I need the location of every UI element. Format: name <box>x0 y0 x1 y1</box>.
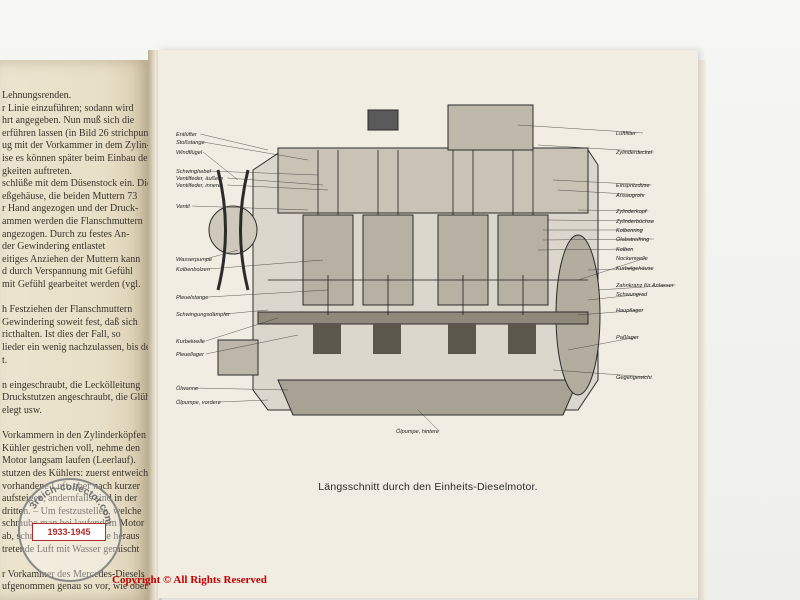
figure-label: Ansaugrohr <box>615 193 646 199</box>
figure-label: Nockenwelle <box>616 256 648 262</box>
figure-leader-line <box>219 399 269 403</box>
left-page-text-line: Lehnungsrenden. <box>2 90 72 101</box>
left-page-text-line: r Hand angezogen und der Druck- <box>2 203 139 215</box>
figure-label: Ventil <box>176 204 191 210</box>
figure-label: Zahnkranz für Anlasser <box>615 283 675 289</box>
figure-label: Kolbenring <box>616 228 644 234</box>
figure-leader-line <box>202 141 309 161</box>
figure-leader-line <box>567 336 638 351</box>
page-edge <box>698 60 706 600</box>
figure-leader-line <box>205 334 299 355</box>
engine-diagram: EntlüfterStoßstangeWindflügelSchwinghebe… <box>176 104 676 435</box>
figure-label: Schwingungsdämpfer <box>176 312 231 318</box>
figure-leader-line <box>597 284 676 291</box>
figure-label: Kurbelwelle <box>176 339 205 345</box>
figure-label: Zylinderbüchse <box>615 219 654 225</box>
left-page-text-line: elegt usw. <box>2 405 42 416</box>
figure-leader-line <box>200 133 269 151</box>
figure-leader-line <box>202 151 239 181</box>
figure-leader-line <box>537 144 654 153</box>
figure-leader-line <box>577 309 644 316</box>
left-page-text-line: t. <box>2 354 8 366</box>
figure-label: Einspritzdüse <box>616 183 650 189</box>
figure-label: Wasserpumpe <box>176 257 212 263</box>
left-page-text-line: Vorkammern in den Zylinderköpfen <box>2 430 146 442</box>
figure-label: Kolben <box>616 247 633 253</box>
left-page-text-line: ammen werden die Flanschmuttern <box>2 216 143 227</box>
left-page-text-line: ise es können später beim Einbau der <box>2 153 151 164</box>
watermark-site-text: 3reich-collector.com <box>28 482 114 526</box>
figure-leader-line <box>417 409 440 432</box>
left-page-text-line: r Linie einzuführen; sodann wird <box>2 102 134 114</box>
figure-label: Ventilfeder, äußere <box>176 176 223 182</box>
figure-label: Ventilfeder, innere <box>176 183 221 189</box>
left-page-text-line: der Gewindering entlastet <box>2 241 106 253</box>
figure-leader-line <box>542 238 654 241</box>
figure-label: Stoßstange <box>176 140 205 146</box>
figure-leader-line <box>587 293 644 301</box>
figure-label: Pleuelstange <box>176 295 208 301</box>
left-page-text-line: Kühler gestrichen voll, nehme den <box>2 442 141 454</box>
left-page-text-line: mit Gefühl gearbeitet werden (vgl. <box>2 279 141 290</box>
left-page-text-line: eitiges Anziehen der Muttern kann <box>2 253 141 265</box>
figure-label: Gegengewicht <box>616 375 652 381</box>
figure-leader-line <box>205 249 239 260</box>
figure-leader-line <box>205 317 279 342</box>
figure-label: Windflügel <box>176 150 203 156</box>
figure-label: Ölwanne <box>176 385 198 392</box>
left-page-text-line: n eingeschraubt, die Leckölleitung <box>2 379 141 391</box>
figure-leader-line <box>208 170 319 176</box>
left-page-text-line: ufgenommen genau so vor, wie oben <box>2 581 150 593</box>
figure-leader-line <box>517 124 644 134</box>
left-page-text-line: ricthalten. Ist dies der Fall, so <box>2 329 121 341</box>
left-page-text-line: ug mit der Vorkammer in dem Zylin- <box>2 140 150 152</box>
figure-label: Zylinderkopf <box>615 209 648 215</box>
figure-leader-line <box>224 309 269 315</box>
left-page-text-line: angezogen. Durch zu festes An- <box>2 228 130 240</box>
figure-caption: Längsschnitt durch den Einheits-Dieselmo… <box>318 481 538 493</box>
figure-label: Ölpumpe, hintere <box>396 428 439 435</box>
figure-leader-line <box>552 179 652 186</box>
figure-leader-line <box>227 184 329 191</box>
figure-label: Kolbenbolzen <box>176 267 210 273</box>
left-page-text-line: Gewindering soweit fest, daß sich <box>2 316 138 328</box>
svg-text:3reich-collector.com: 3reich-collector.com <box>28 482 114 526</box>
figure-leader-line <box>227 177 324 186</box>
figure-label: Luftfilter <box>616 131 637 137</box>
left-page-text-line: d durch Verspannung mit Gefühl <box>2 266 133 278</box>
figure-label: Paßlager <box>616 335 640 341</box>
figure-label: Entlüfter <box>176 132 198 138</box>
figure-leader-line <box>194 387 289 391</box>
figure-label: Kurbelgehäuse <box>616 266 654 272</box>
figure-leader-line <box>208 289 329 298</box>
figure-label: Ölabstreifring <box>616 236 650 243</box>
figure-leader-line <box>587 267 652 271</box>
figure-label: Schwinghebel <box>176 169 212 175</box>
figure-label: Pleuellager <box>176 352 205 358</box>
left-page-text-line: eßgehäuse, die beiden Muttern 73 <box>2 190 138 202</box>
left-page-text-line: lieder ein wenig nachzulassen, bis der <box>2 342 152 353</box>
left-page-text-line: schlüße mit dem Düsenstock ein. Die <box>2 178 152 190</box>
left-page-text-line: Druckstutzen angeschraubt, die Glüh- <box>2 392 152 404</box>
figure-leader-line <box>547 219 654 222</box>
figure-leader-line <box>208 259 324 270</box>
figure-leader-line <box>577 209 649 212</box>
figure-leader-line <box>537 248 633 251</box>
left-page-text-line: hrt angegeben. Nun muß sich die <box>2 115 135 127</box>
figure-leader-line <box>557 189 644 196</box>
left-page-text-line: gkeiten auftreten. <box>2 165 72 177</box>
figure-leader-line <box>577 257 646 281</box>
watermark-years: 1933-1945 <box>32 523 106 541</box>
left-page-text-line: stutzen des Kühlers: zuerst entweicht <box>2 468 151 479</box>
figure-leader-line <box>552 369 649 378</box>
left-page-text-line: h Festziehen der Flanschmuttern <box>2 304 133 316</box>
figure-label: Ölpumpe, vordere <box>176 399 221 406</box>
copyright-notice: Copyright © All Rights Reserved <box>112 574 267 586</box>
left-page-text-line: erführen lassen (in Bild 26 strichpunk- <box>2 127 152 139</box>
figure-leader-line <box>192 205 309 211</box>
figure-label: Zylinderdeckel <box>615 150 653 156</box>
left-page-text-line: Motor langsam laufen (Leerlauf). <box>2 455 136 467</box>
